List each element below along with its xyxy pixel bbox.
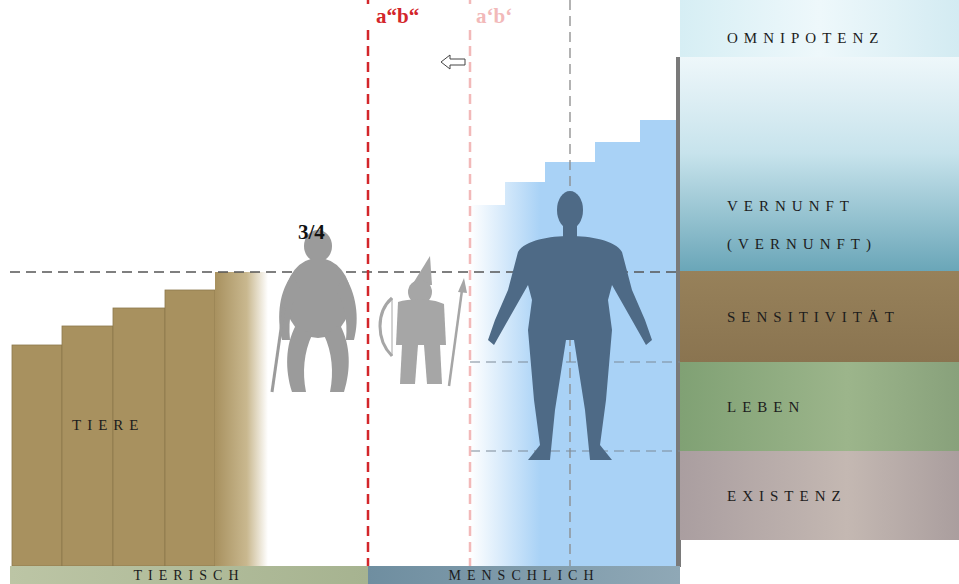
band-text: MENSCHLICH: [448, 567, 599, 584]
animal-steps-label: TIERE: [12, 410, 265, 440]
band-text: LEBEN: [727, 397, 805, 417]
band-text: VERNUNFT (VERNUNFT): [727, 187, 932, 263]
position-marker: a“b“: [376, 4, 419, 28]
region-strip: TIERISCH: [10, 566, 368, 584]
fraction-label: 3/4: [298, 220, 325, 244]
human-steps: [470, 120, 676, 566]
band-text: TIERE: [72, 415, 145, 435]
band-text: SENSITIVITÄT: [727, 307, 900, 327]
band-text: EXISTENZ: [727, 486, 847, 506]
band-sensitivity: SENSITIVITÄT: [680, 271, 959, 362]
region-strip: MENSCHLICH: [368, 566, 680, 584]
guide-lines: [10, 0, 680, 566]
ape-figure: [272, 230, 357, 392]
band-life: LEBEN: [680, 362, 959, 451]
band-text: OMNIPOTENZ: [727, 28, 885, 48]
human-figure: [488, 191, 652, 460]
animal-steps: [12, 272, 268, 566]
band-vernunft: VERNUNFT (VERNUNFT): [680, 57, 959, 271]
band-omnipotenz: OMNIPOTENZ: [680, 0, 959, 57]
band-text: TIERISCH: [134, 567, 245, 584]
dwarf-figure: [380, 256, 467, 386]
band-existence: EXISTENZ: [680, 451, 959, 540]
position-marker: a‘b‘: [476, 4, 512, 28]
shift-arrow: [441, 55, 465, 69]
